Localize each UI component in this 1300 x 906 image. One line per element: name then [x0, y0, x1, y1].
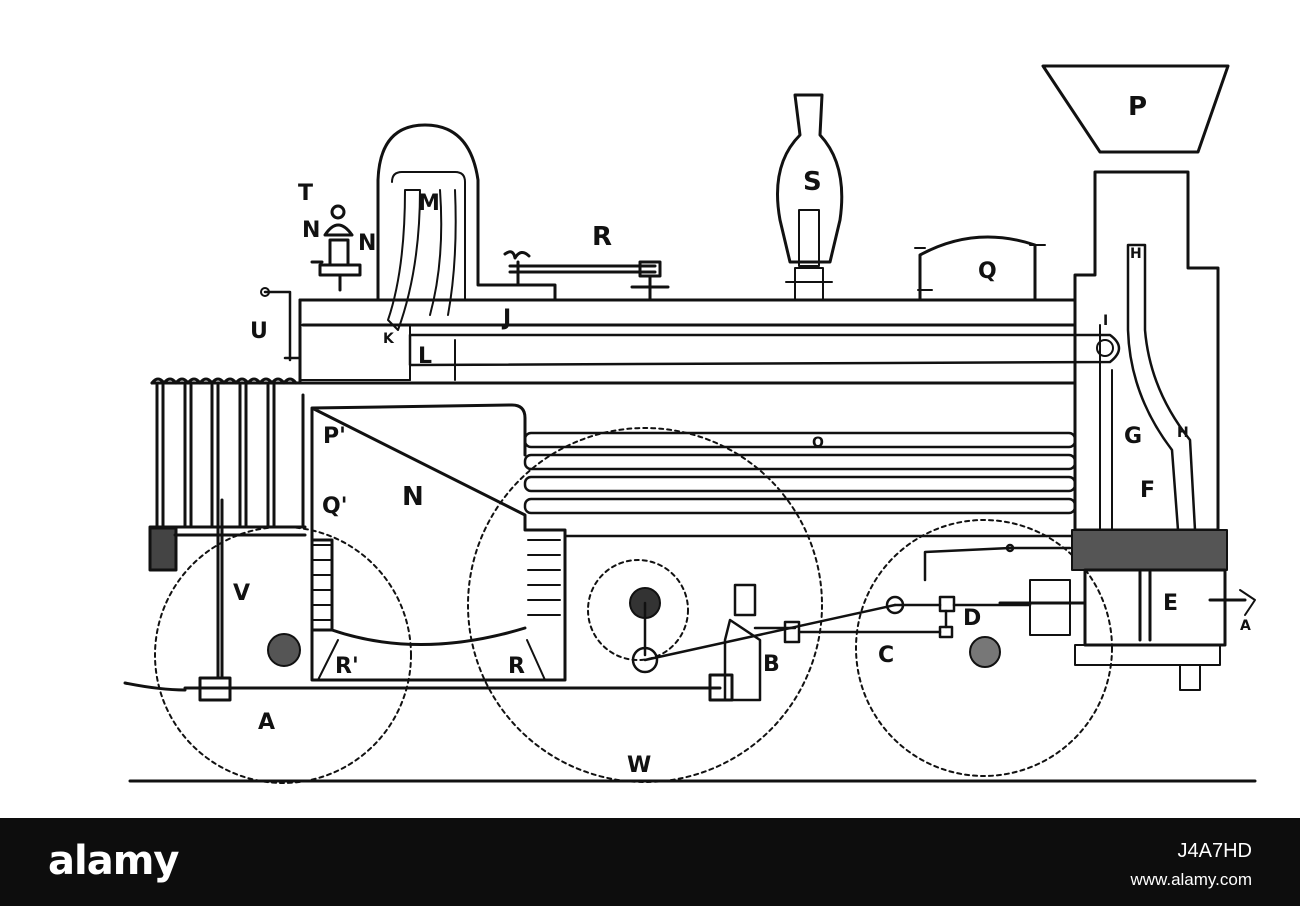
- label-S: S: [803, 167, 822, 197]
- lever-U: [263, 290, 302, 362]
- driving-wheel: [467, 427, 823, 783]
- brand-logo: alamy: [48, 838, 179, 884]
- label-T: T: [298, 181, 313, 206]
- locomotive-drawing: P T N N M S R Q H U J K L I P' Q' N O G …: [123, 64, 1257, 784]
- label-P-prime: P': [323, 424, 346, 449]
- steam-dome-M: [376, 123, 557, 302]
- firebox-rear-stays: [310, 538, 334, 632]
- firebox: [310, 403, 567, 682]
- label-G: G: [1124, 424, 1142, 449]
- label-Q-dome: Q: [978, 259, 997, 284]
- label-I: I: [1103, 313, 1108, 329]
- label-H-pipe: H: [1177, 425, 1189, 441]
- label-J: J: [501, 306, 511, 331]
- label-C: C: [878, 643, 894, 668]
- label-Q-prime: Q': [322, 494, 347, 519]
- label-E: E: [1163, 591, 1178, 616]
- label-F: F: [1140, 478, 1155, 503]
- eccentric-circle: [587, 559, 689, 661]
- label-K: K: [383, 331, 395, 347]
- tender-tank: [148, 377, 307, 572]
- image-id: J4A7HD: [1177, 840, 1252, 862]
- front-axle: [969, 636, 1001, 668]
- label-P: P: [1128, 92, 1147, 122]
- feed-pipe-A: [123, 498, 734, 702]
- locomotive-diagram: P T N N M S R Q H U J K L I P' Q' N O G …: [123, 64, 1257, 784]
- label-D: D: [963, 606, 981, 631]
- label-N-lamp-left: N: [302, 218, 320, 243]
- label-O: O: [812, 435, 824, 451]
- smokebox: [1073, 170, 1220, 532]
- watermark-bar: alamy J4A7HD www.alamy.com: [0, 818, 1300, 906]
- label-R-top: R: [592, 222, 612, 252]
- front-wheel: [855, 519, 1113, 777]
- label-R-bottom: R: [508, 654, 525, 679]
- label-A-left: A: [258, 710, 275, 735]
- label-L: L: [418, 344, 432, 369]
- site-url: www.alamy.com: [1130, 870, 1252, 889]
- cylinder-E: [998, 529, 1256, 691]
- safety-valve-S: [776, 93, 844, 264]
- label-B: B: [763, 652, 780, 677]
- label-W: W: [627, 753, 651, 778]
- sand-dome-Q: [918, 235, 1037, 302]
- label-M: M: [418, 191, 440, 216]
- firebox-grate: [330, 626, 527, 646]
- rear-axle: [267, 633, 301, 667]
- label-V: V: [233, 581, 250, 606]
- label-A-right: A: [1240, 618, 1251, 634]
- valve-gear: [631, 543, 1072, 702]
- lamp-T: [310, 204, 362, 292]
- label-H-top: H: [1130, 246, 1142, 262]
- steam-pipe: [408, 333, 1121, 367]
- label-R-prime: R': [335, 654, 359, 679]
- chimney-top-P: [1041, 64, 1230, 154]
- label-N-firebox: N: [402, 482, 424, 512]
- label-N-lamp-right: N: [358, 231, 376, 256]
- safety-valve-R: [503, 250, 670, 302]
- label-U: U: [250, 319, 268, 344]
